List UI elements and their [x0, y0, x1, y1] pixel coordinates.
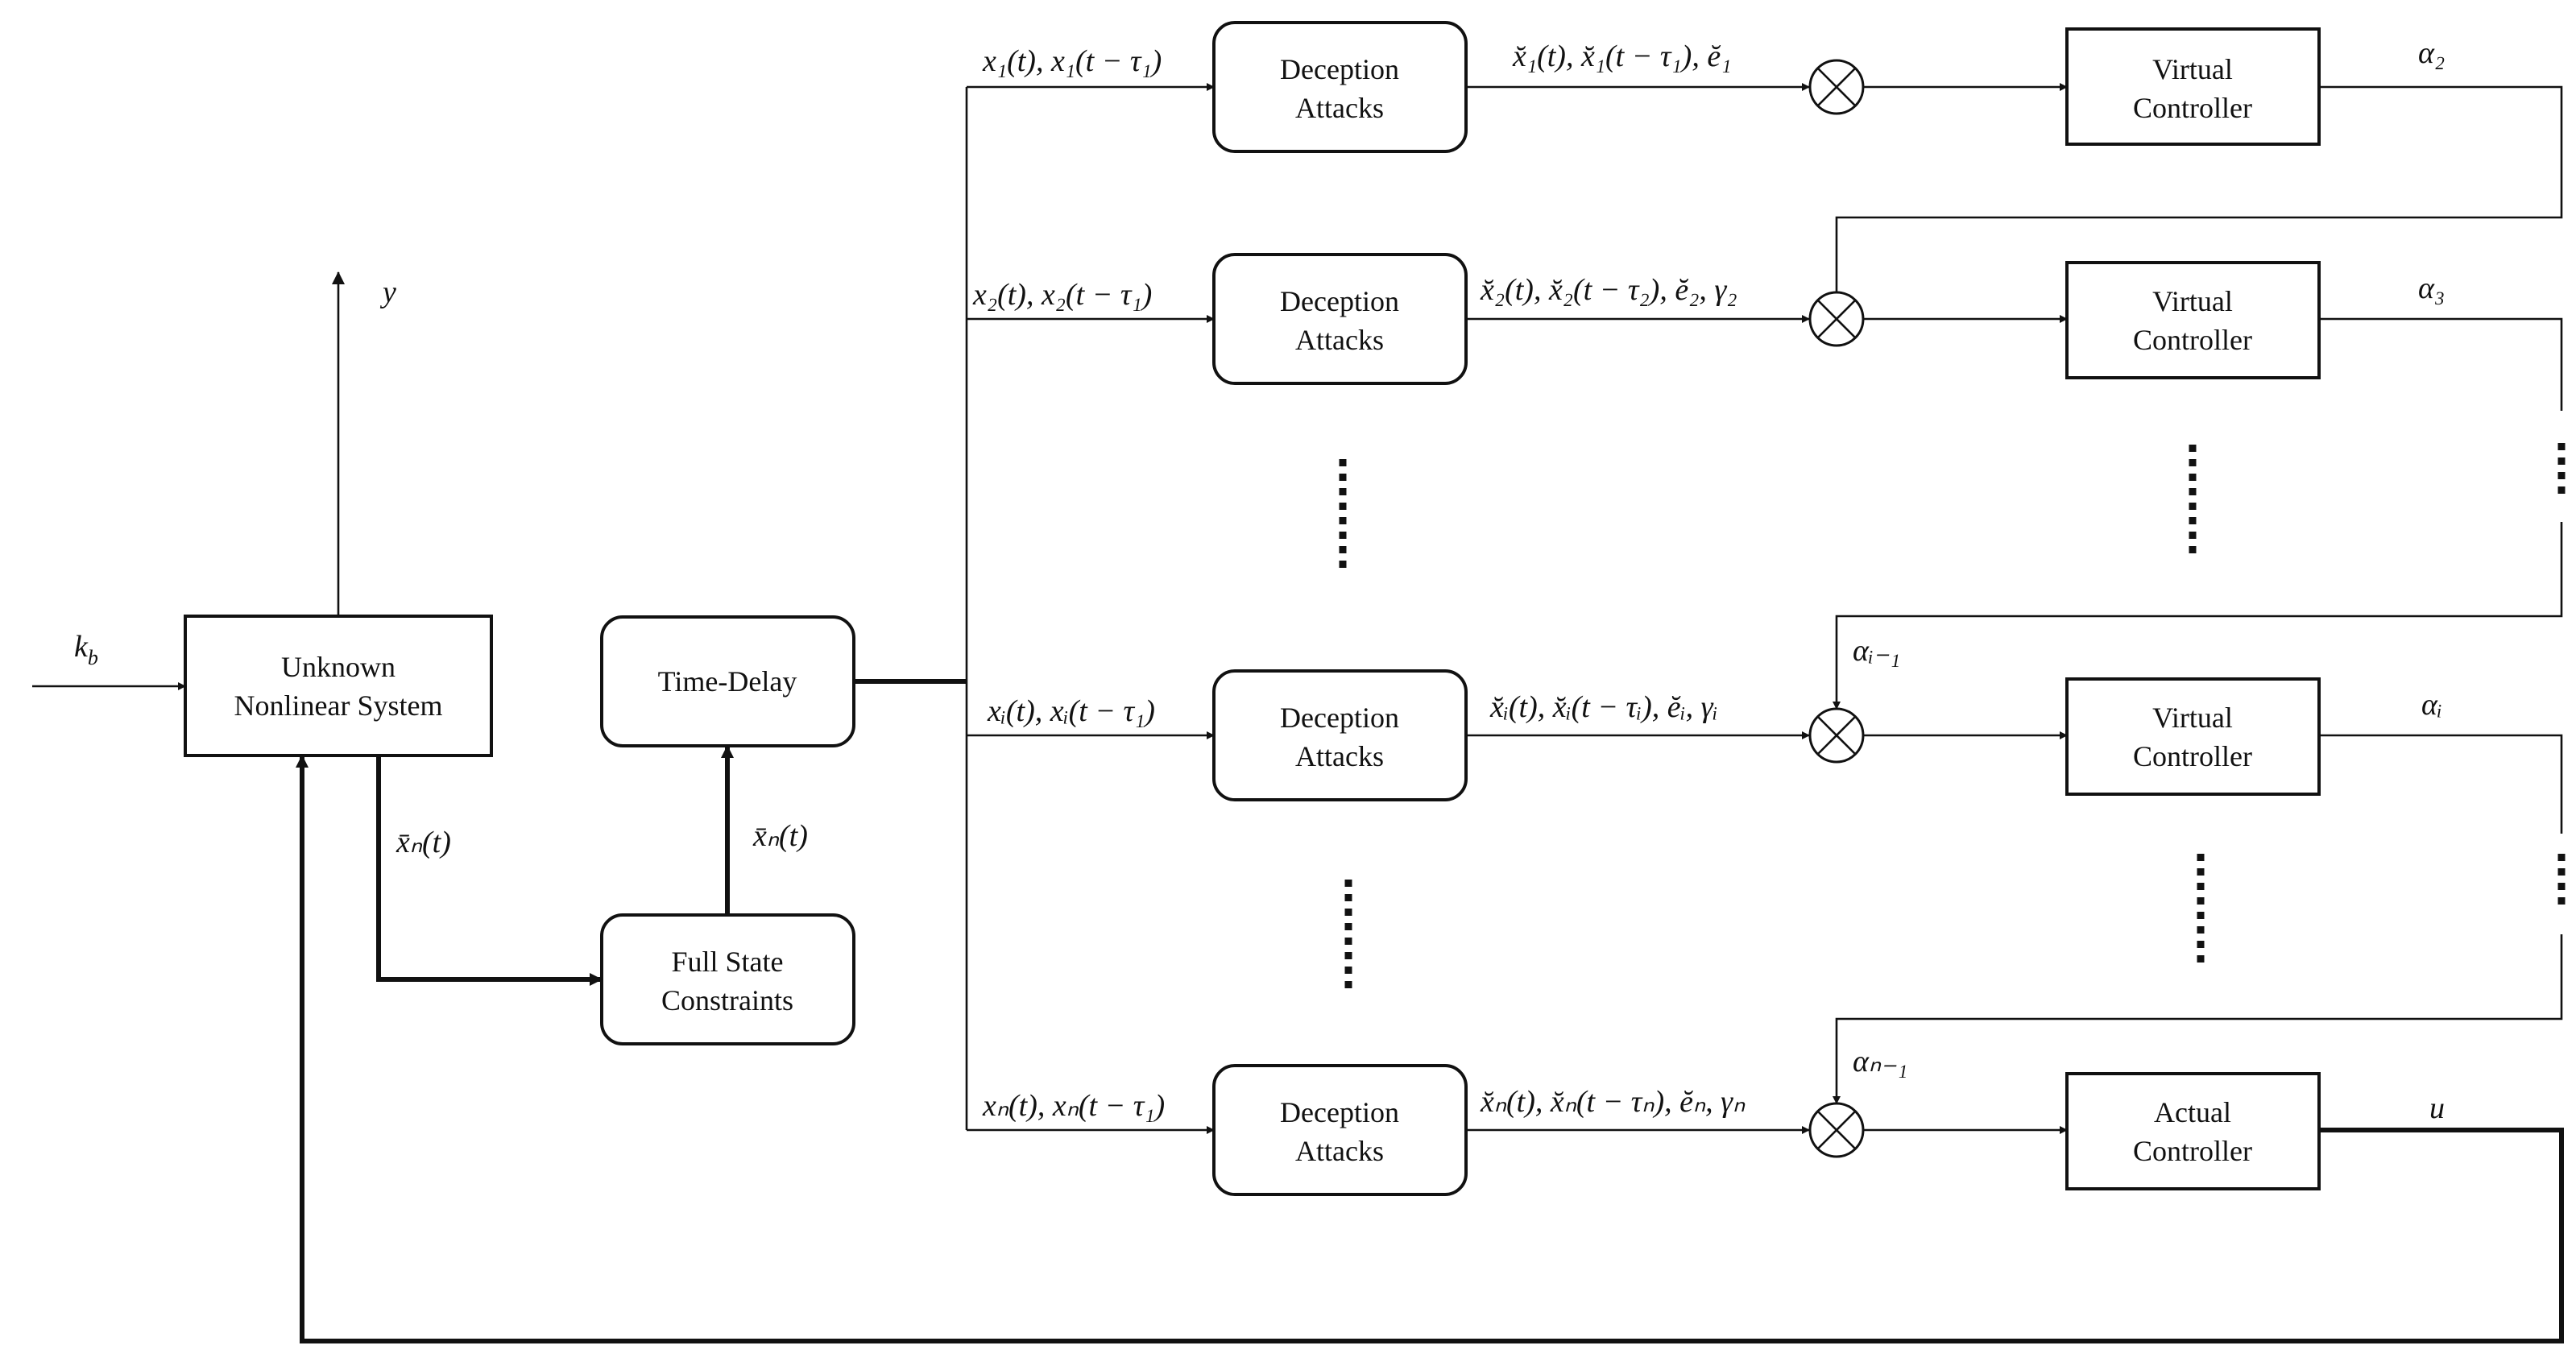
deception-attacks-1 [1212, 21, 1468, 153]
virtual2-label-1: Virtual [2152, 285, 2233, 317]
rowi-output-label: x̆ᵢ(t), x̆ᵢ(t − τᵢ), ĕᵢ, γᵢ [1489, 690, 1718, 724]
deception-attacks-n [1212, 1064, 1468, 1196]
virtual1-label-1: Virtual [2152, 53, 2233, 85]
virtual2-label-2: Controller [2133, 324, 2252, 356]
alpha3-line [2319, 317, 2563, 411]
plant-to-constraints-arrow [376, 756, 603, 986]
plant-label-2: Nonlinear System [234, 689, 443, 722]
row-1: x₁(t), x₁(t − τ₁) Deception Attacks x̆₁(… [967, 21, 2563, 303]
deception-attacks-2 [1212, 253, 1468, 385]
plant-label-1: Unknown [281, 651, 396, 683]
row-2: x₂(t), x₂(t − τ₁) Deception Attacks x̆₂(… [967, 253, 2563, 411]
virtual-controller-i [2065, 677, 2321, 796]
attacksi-label-2: Attacks [1295, 740, 1384, 772]
actual-controller [2065, 1072, 2321, 1190]
attacks2-label-1: Deception [1280, 285, 1399, 317]
kb-label: kb [74, 630, 98, 669]
attacksn-label-2: Attacks [1295, 1135, 1384, 1167]
actual-label-1: Actual [2154, 1096, 2231, 1128]
attacksi-label-1: Deception [1280, 702, 1399, 734]
attacks1-label-2: Attacks [1295, 92, 1384, 124]
constraints-label-1: Full State [671, 946, 783, 978]
xbar-delay-label: x̄ₙ(t) [752, 819, 808, 853]
row-i: xᵢ(t), xᵢ(t − τ₁) Deception Attacks x̆ᵢ(… [967, 669, 2563, 834]
u-feedback-to-plant [296, 755, 2564, 1343]
alpha2-label: α₂ [2418, 36, 2445, 70]
row1-input-label: x₁(t), x₁(t − τ₁) [982, 44, 1162, 78]
alpha-i-minus-1-label: αᵢ₋₁ [1853, 634, 1900, 668]
time-delay-label: Time-Delay [658, 665, 797, 698]
y-label: y [379, 275, 396, 309]
deception-attacks-i [1212, 669, 1468, 801]
row-n: xₙ(t), xₙ(t − τ₁) Deception Attacks x̆ₙ(… [967, 1064, 2445, 1196]
virtual-controller-2 [2065, 261, 2321, 379]
actual-label-2: Controller [2133, 1135, 2252, 1167]
u-label: u [2429, 1091, 2445, 1125]
attacks2-label-2: Attacks [1295, 324, 1384, 356]
constraints-label-2: Constraints [661, 984, 793, 1016]
row1-output-label: x̆₁(t), x̆₁(t − τ₁), ĕ₁ [1512, 39, 1731, 73]
time-delay-block: Time-Delay [600, 615, 855, 747]
rown-output-label: x̆ₙ(t), x̆ₙ(t − τₙ), ĕₙ, γₙ [1480, 1085, 1746, 1119]
alpha-n-minus-1-feedback [1833, 934, 2563, 1104]
alpha-n-minus-1-label: αₙ₋₁ [1853, 1045, 1907, 1078]
alpha3-label: α₃ [2418, 271, 2445, 305]
full-state-constraints-block: Full State Constraints [600, 913, 855, 1045]
attacksn-label-1: Deception [1280, 1096, 1399, 1128]
alpha-i-label: αᵢ [2421, 688, 2442, 722]
rown-input-label: xₙ(t), xₙ(t − τ₁) [982, 1089, 1165, 1123]
row2-input-label: x₂(t), x₂(t − τ₁) [972, 278, 1152, 312]
virtual1-label-2: Controller [2133, 92, 2252, 124]
xbar-plant-label: x̄ₙ(t) [396, 826, 451, 859]
alpha-i-minus-1-feedback [1833, 522, 2563, 710]
virtuali-label-1: Virtual [2152, 702, 2233, 734]
alpha-i-line [2319, 734, 2563, 834]
virtuali-label-2: Controller [2133, 740, 2252, 772]
row2-output-label: x̆₂(t), x̆₂(t − τ₂), ĕ₂, γ₂ [1480, 273, 1737, 307]
alpha2-feedback [1833, 85, 2563, 303]
rowi-input-label: xᵢ(t), xᵢ(t − τ₁) [987, 694, 1155, 728]
virtual-controller-1 [2065, 27, 2321, 146]
plant-block: Unknown Nonlinear System [184, 615, 493, 757]
attacks1-label-1: Deception [1280, 53, 1399, 85]
